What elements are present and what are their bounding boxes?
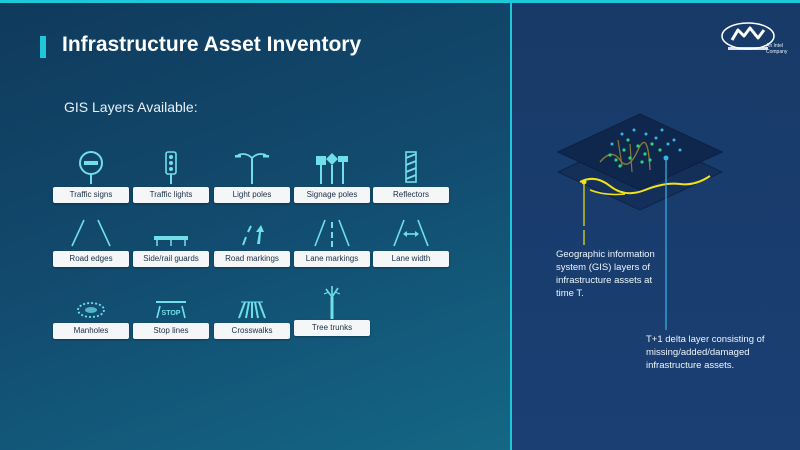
layer-label: Crosswalks <box>214 323 290 339</box>
slide-subtitle: GIS Layers Available: <box>64 99 198 115</box>
crosswalk-icon <box>214 286 290 322</box>
traffic-light-icon <box>133 150 209 186</box>
slide-title: Infrastructure Asset Inventory <box>62 33 362 56</box>
layer-label: Light poles <box>214 187 290 203</box>
signage-pole-icon <box>294 150 370 186</box>
right-panel <box>512 3 800 450</box>
layer-label: Road markings <box>214 251 290 267</box>
layer-label: Manholes <box>53 323 129 339</box>
lane-width-icon <box>373 216 449 252</box>
road-edges-icon <box>53 216 129 252</box>
logo-tagline: An Intel Company <box>766 43 796 55</box>
layer-label: Signage poles <box>294 187 370 203</box>
lane-markings-icon <box>294 216 370 252</box>
delta-layer-description: T+1 delta layer consisting of missing/ad… <box>646 334 765 371</box>
mobileye-logo <box>718 20 788 60</box>
rail-guard-icon <box>133 216 209 252</box>
gis-description: Geographic information system (GIS) laye… <box>556 249 655 299</box>
panel-divider <box>510 0 512 450</box>
logo-tagline-line2: Company <box>766 49 788 55</box>
manhole-icon <box>53 286 129 322</box>
layer-label: Road edges <box>53 251 129 267</box>
stop-line-icon: STOP <box>133 286 209 322</box>
layer-label: Lane width <box>373 251 449 267</box>
layer-label: Side/rail guards <box>133 251 209 267</box>
layer-label: Lane markings <box>294 251 370 267</box>
layer-label: Traffic lights <box>133 187 209 203</box>
road-markings-icon <box>214 216 290 252</box>
top-accent-bar <box>0 0 800 3</box>
light-pole-icon <box>214 150 290 186</box>
gis-layers-graphic <box>550 100 730 230</box>
layer-label: Reflectors <box>373 187 449 203</box>
no-entry-sign-icon <box>53 150 129 186</box>
reflector-icon <box>373 150 449 186</box>
layer-label: Tree trunks <box>294 320 370 336</box>
title-accent-bar <box>40 36 46 58</box>
layer-label: Traffic signs <box>53 187 129 203</box>
logo-tagline-line1: An Intel <box>766 43 783 49</box>
stop-line-text: STOP <box>162 310 181 317</box>
layer-label: Stop lines <box>133 323 209 339</box>
tree-trunk-icon <box>294 283 370 319</box>
